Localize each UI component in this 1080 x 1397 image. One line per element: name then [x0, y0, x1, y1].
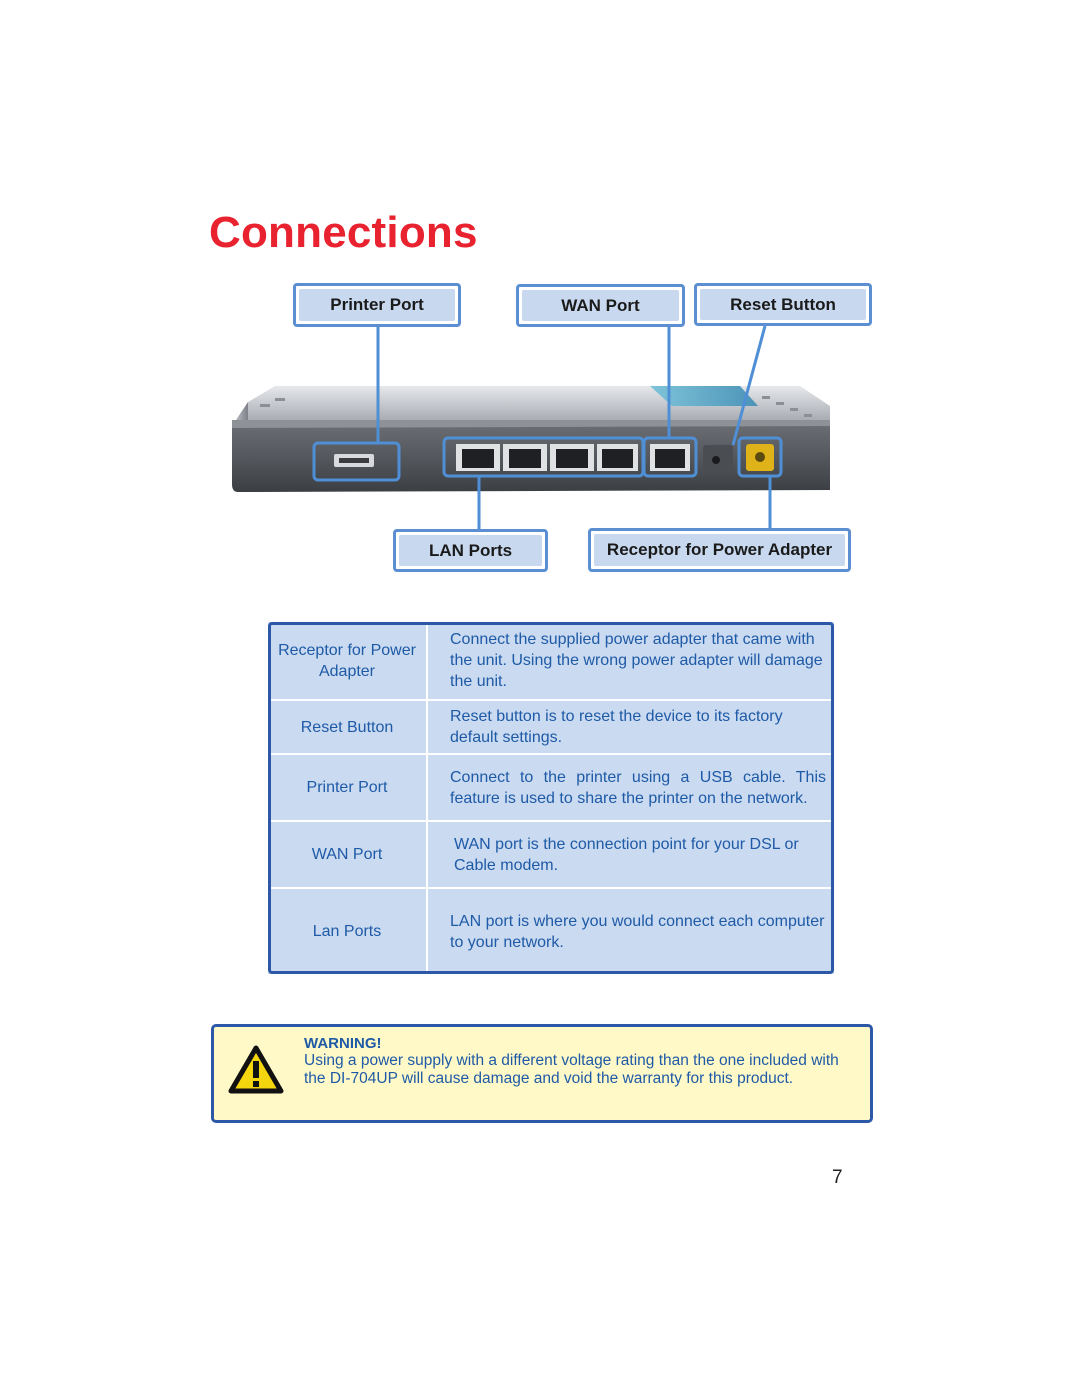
power-receptor-callout: Receptor for Power Adapter: [588, 528, 851, 572]
row-description: Connect the supplied power adapter that …: [427, 622, 834, 701]
warning-text: Using a power supply with a different vo…: [304, 1052, 839, 1087]
usb-port-highlight: [312, 441, 401, 482]
printer-port-callout: Printer Port: [293, 283, 461, 327]
leader-lines: [376, 325, 772, 530]
row-label: WAN Port: [268, 821, 428, 889]
row-description: WAN port is the connection point for you…: [427, 821, 834, 889]
row-label: Reset Button: [268, 700, 428, 755]
page-number: 7: [832, 1167, 843, 1188]
warning-title: WARNING!: [304, 1035, 382, 1052]
reset-button-callout: Reset Button: [694, 283, 872, 326]
router-accent-stripe: [650, 386, 758, 406]
wan-port-callout: WAN Port: [516, 284, 685, 327]
row-label: Lan Ports: [268, 888, 428, 974]
row-description: Reset button is to reset the device to i…: [427, 700, 834, 755]
router-vents: [260, 396, 812, 417]
lan-ports-callout: LAN Ports: [393, 529, 548, 572]
warning-triangle-icon: [228, 1045, 284, 1094]
wan-port-label: WAN Port: [561, 295, 640, 315]
row-description: LAN port is where you would connect each…: [450, 912, 825, 951]
row-label: Receptor for Power Adapter: [268, 622, 428, 701]
page-title: Connections: [209, 208, 478, 257]
row-label: Printer Port: [268, 754, 428, 822]
table-row: WAN Port WAN port is the connection poin…: [268, 821, 834, 889]
table-row: Receptor for Power Adapter Connect the s…: [268, 622, 834, 701]
connections-table: Receptor for Power Adapter Connect the s…: [268, 622, 834, 974]
warning-box: WARNING! Using a power supply with a dif…: [211, 1024, 873, 1123]
table-row: Reset Button Reset button is to reset th…: [268, 700, 834, 755]
lan-ports-label: LAN Ports: [428, 540, 513, 560]
router-rear-panel-illustration: [232, 325, 830, 530]
reset-button-label: Reset Button: [730, 294, 836, 314]
printer-port-label: Printer Port: [330, 295, 424, 314]
row-description: Connect to the printer using a USB cable…: [427, 754, 834, 822]
power-receptor-highlight: [737, 436, 783, 478]
lan-port-icons: [456, 444, 638, 471]
table-row: Lan Ports LAN port is where you would co…: [268, 888, 834, 974]
table-row: Printer Port Connect to the printer usin…: [268, 754, 834, 822]
power-receptor-label: Receptor for Power Adapter: [606, 540, 833, 559]
